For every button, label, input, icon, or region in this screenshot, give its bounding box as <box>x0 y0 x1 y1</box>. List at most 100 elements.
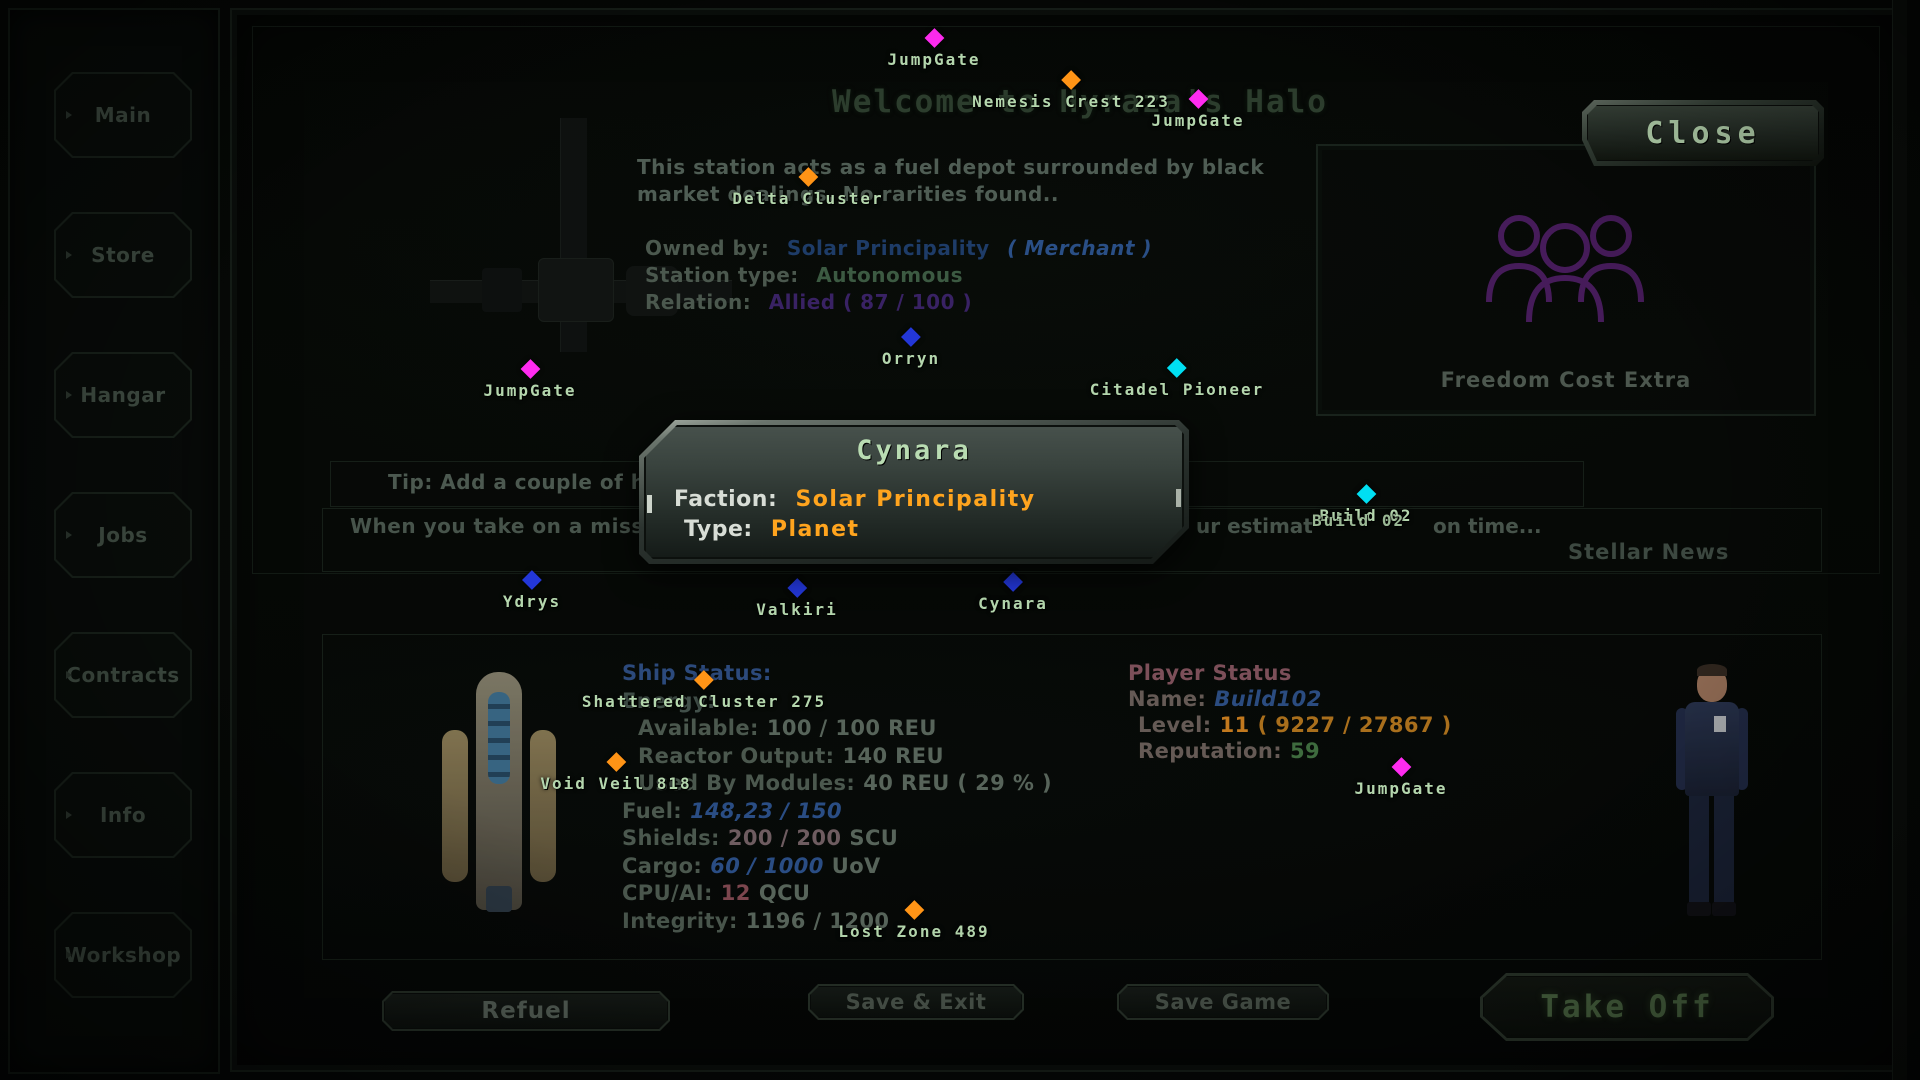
tip-text-2: When you take on a missi <box>350 514 652 538</box>
station-pod <box>482 268 522 312</box>
blue-diamond-icon <box>901 327 921 347</box>
sidebar-item-store[interactable]: Store <box>54 212 192 298</box>
row-label: Shields: <box>622 826 720 850</box>
promo-caption: Freedom Cost Extra <box>1440 368 1692 392</box>
row-label: CPU/AI: <box>622 881 713 905</box>
sidebar-item-workshop[interactable]: Workshop <box>54 912 192 998</box>
map-point-label: JumpGate <box>887 50 981 69</box>
row-label: Cargo: <box>622 853 703 878</box>
map-point-label: Delta Cluster <box>732 189 884 208</box>
map-point-label: Orryn <box>881 349 941 368</box>
ship-status-row: Fuel: 148,23 / 150 <box>622 798 1102 826</box>
map-point-lost-zone-489[interactable]: Lost Zone 489 <box>838 900 989 941</box>
row-value: 12 <box>720 881 751 905</box>
player-status-block: Player Status Name:Build102 Level:11( 92… <box>1128 660 1548 764</box>
orange-diamond-icon <box>1061 70 1081 90</box>
name-value: Build102 <box>1214 687 1322 711</box>
sidebar-item-hangar[interactable]: Hangar <box>54 352 192 438</box>
row-label: Available: <box>638 716 759 740</box>
sidebar-marker-icon <box>66 111 72 119</box>
map-point-citadel-pioneer[interactable]: Citadel Pioneer <box>1089 358 1265 399</box>
player-level-row: Level:11( 9227 / 27867 ) <box>1128 712 1548 738</box>
map-point-jumpgate[interactable]: JumpGate <box>483 359 577 400</box>
sidebar-item-label: Main <box>94 103 152 127</box>
group-icon <box>1486 215 1644 323</box>
relation-label: Relation: <box>645 290 752 314</box>
station-type-value: Autonomous <box>816 263 963 287</box>
map-tooltip: Cynara Faction: Solar Principality Type:… <box>639 420 1189 564</box>
map-point-jumpgate[interactable]: JumpGate <box>887 28 981 69</box>
row-value: 148,23 / 150 <box>690 798 843 823</box>
reputation-label: Reputation: <box>1138 739 1283 763</box>
row-label: Integrity: <box>622 908 738 933</box>
ship-status-row: Used By Modules:40 REU ( 29 % ) <box>622 770 1102 798</box>
map-point-label: JumpGate <box>483 381 577 400</box>
blue-diamond-icon <box>1003 572 1023 592</box>
tooltip-type-row: Type: Planet <box>684 517 860 542</box>
map-point-jumpgate[interactable]: JumpGate <box>1151 89 1245 130</box>
player-name-row: Name:Build102 <box>1128 686 1548 712</box>
row-unit: QCU <box>758 881 811 905</box>
ship-pod-left <box>442 730 468 882</box>
relation-value: Allied ( 87 / 100 ) <box>768 290 973 314</box>
map-point-label: Build 02 <box>1312 511 1406 530</box>
sidebar-item-main[interactable]: Main <box>54 72 192 158</box>
map-point-cynara[interactable]: Cynara <box>978 572 1048 613</box>
relation-line: Relation: Allied ( 87 / 100 ) <box>645 290 1405 314</box>
cyan-diamond-icon <box>1356 484 1376 504</box>
refuel-button[interactable]: Refuel <box>382 991 670 1031</box>
take-off-button[interactable]: Take Off <box>1480 973 1774 1041</box>
sidebar-item-jobs[interactable]: Jobs <box>54 492 192 578</box>
station-type-label: Station type: <box>645 263 799 287</box>
pilot-image <box>1652 664 1772 920</box>
ship-status-row: Reactor Output:140 REU <box>622 743 1102 771</box>
save-game-button[interactable]: Save Game <box>1117 984 1329 1020</box>
map-point-nemesis-crest-223[interactable]: Nemesis Crest 223 <box>972 70 1170 111</box>
map-point-valkiri[interactable]: Valkiri <box>756 578 837 619</box>
owner-value: Solar Principality <box>786 236 990 260</box>
save-exit-button-label: Save & Exit <box>845 990 987 1014</box>
level-label: Level: <box>1138 713 1212 737</box>
map-point-delta-cluster[interactable]: Delta Cluster <box>732 167 884 208</box>
pilot-leg <box>1714 796 1734 902</box>
row-value: 40 REU ( 29 % ) <box>863 771 1053 795</box>
pilot-torso <box>1685 702 1739 796</box>
map-point-label: Void Veil 818 <box>540 774 692 793</box>
row-value: 100 / 100 REU <box>766 716 937 740</box>
orange-diamond-icon <box>798 167 818 187</box>
tip-text-fragment: on time... <box>1433 514 1542 538</box>
sidebar-item-contracts[interactable]: Contracts <box>54 632 192 718</box>
map-point-label: Citadel Pioneer <box>1089 380 1265 399</box>
close-button[interactable]: Close <box>1582 100 1824 166</box>
ship-image <box>408 672 588 916</box>
magenta-diamond-icon <box>1391 757 1411 777</box>
row-label: Fuel: <box>622 798 683 823</box>
map-point-orryn[interactable]: Orryn <box>881 327 941 368</box>
sidebar-item-info[interactable]: Info <box>54 772 192 858</box>
map-point-ydrys[interactable]: Ydrys <box>503 570 561 611</box>
pilot-badge <box>1714 716 1726 732</box>
faction-value: Solar Principality <box>795 487 1036 512</box>
map-point-shattered-cluster-275[interactable]: Shattered Cluster 275 <box>582 670 826 711</box>
blue-diamond-icon <box>787 578 807 598</box>
owned-by-line: Owned by: Solar Principality ( Merchant … <box>645 236 1405 260</box>
sidebar-marker-icon <box>66 531 72 539</box>
sidebar-item-label: Contracts <box>66 663 180 687</box>
pilot-hair <box>1697 664 1727 676</box>
ship-pod-right <box>530 730 556 882</box>
owner-role: ( Merchant ) <box>1007 236 1153 260</box>
map-point-label: JumpGate <box>1354 779 1448 798</box>
level-value: 11 <box>1219 713 1250 737</box>
save-exit-button[interactable]: Save & Exit <box>808 984 1024 1020</box>
map-point-label: JumpGate <box>1151 111 1245 130</box>
tip-text-fragment: ur estimat <box>1196 514 1313 538</box>
map-point-label: Cynara <box>978 594 1048 613</box>
sidebar-item-label: Workshop <box>64 943 182 967</box>
map-point-jumpgate[interactable]: JumpGate <box>1354 757 1448 798</box>
map-point-void-veil-818[interactable]: Void Veil 818 <box>540 752 692 793</box>
ship-engine <box>486 886 512 912</box>
